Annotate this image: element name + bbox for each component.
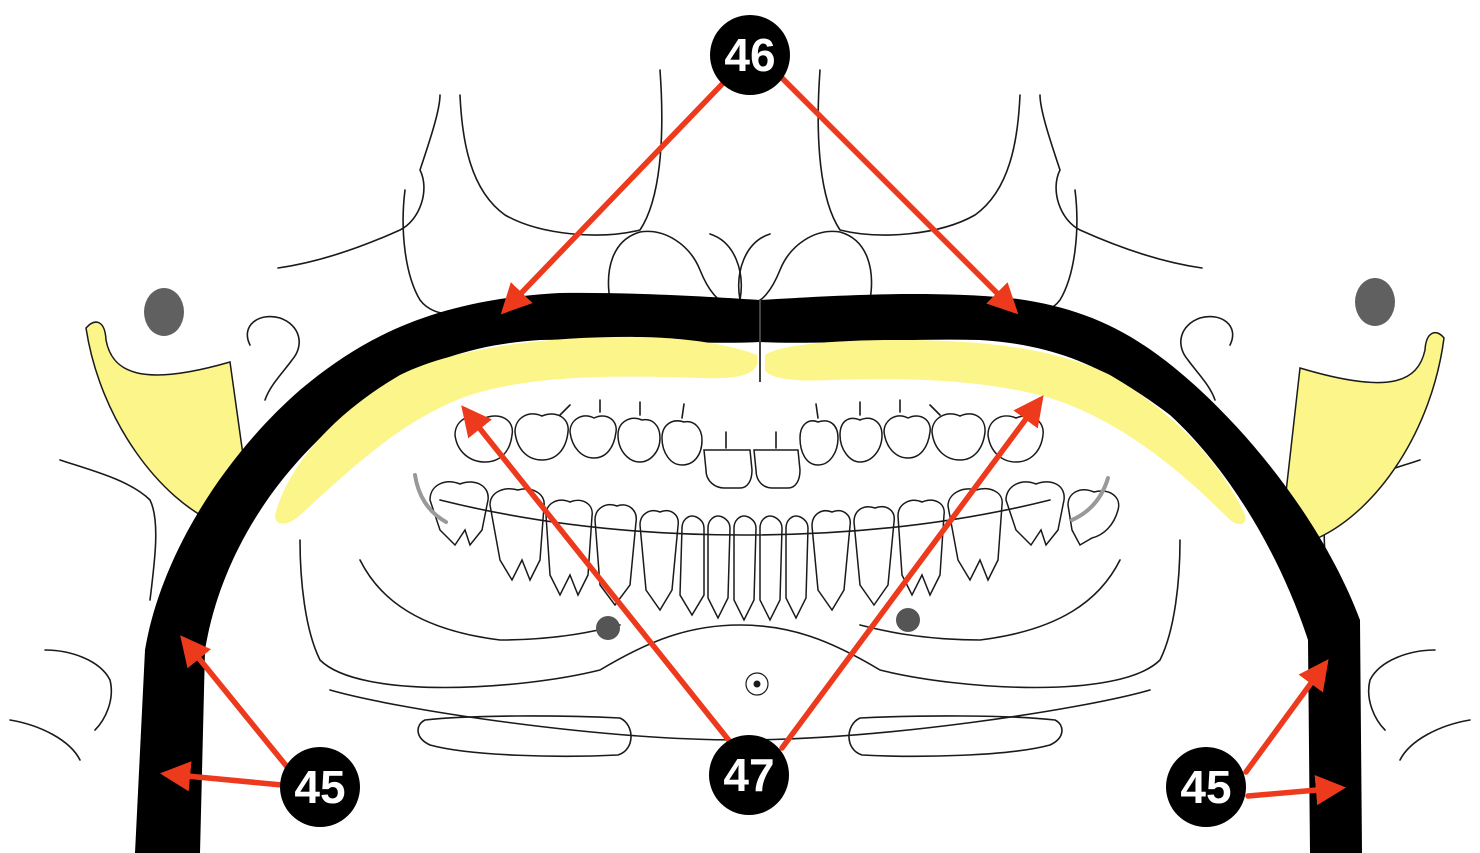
marker-45-left-label: 45 [294,761,345,813]
arrow-46-left [505,78,728,310]
marker-45-right: 45 [1166,747,1246,827]
left-mental-foramen [596,616,620,640]
right-mental-foramen [896,608,920,632]
arrow-46-right [782,78,1014,310]
marker-47: 47 [709,735,789,815]
lower-teeth [430,482,1119,620]
marker-45-right-label: 45 [1180,761,1231,813]
marker-46-label: 46 [724,29,775,81]
marker-45-left: 45 [280,747,360,827]
marker-46: 46 [710,15,790,95]
marker-47-label: 47 [723,749,774,801]
right-ear-dot [1355,278,1395,326]
left-ear-dot [144,288,184,336]
upper-teeth [455,400,1043,488]
right-yellow-shadow [1284,333,1444,539]
